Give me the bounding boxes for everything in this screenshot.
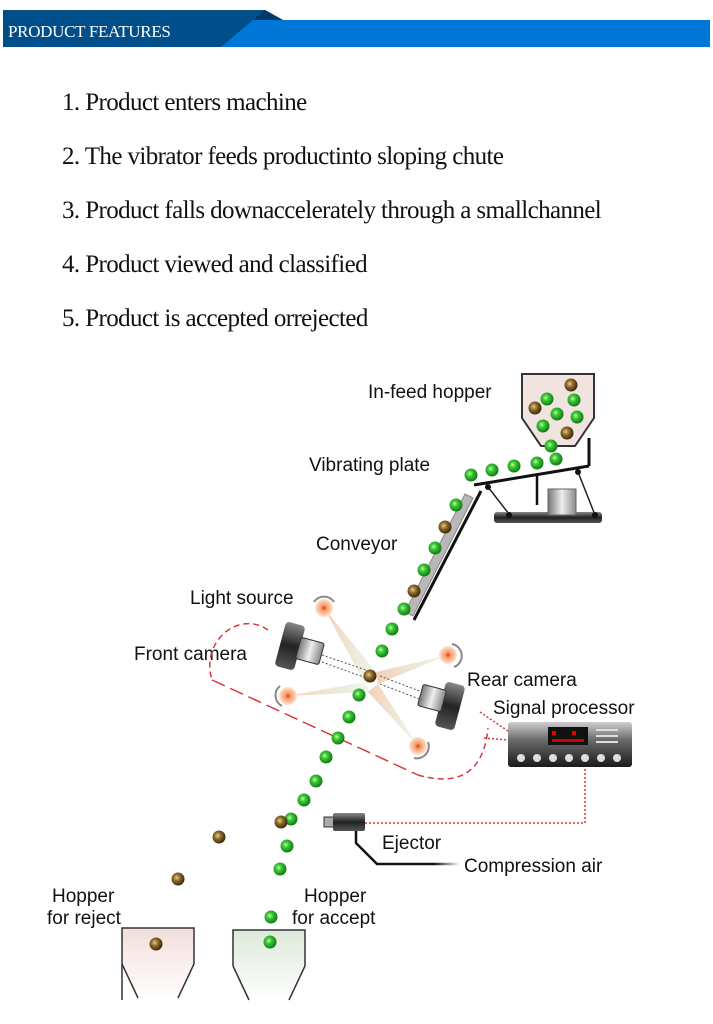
good-product <box>428 541 442 555</box>
good-product <box>550 407 564 421</box>
good-product <box>570 410 584 424</box>
banner-title: PRODUCT FEATURES <box>8 22 171 41</box>
defective-product <box>363 669 377 683</box>
accept-hopper <box>232 929 306 1002</box>
label-conveyor: Conveyor <box>316 534 398 555</box>
label-infeed-hopper: In-feed hopper <box>368 382 492 403</box>
label-light-source: Light source <box>190 588 294 609</box>
defective-product <box>528 401 542 415</box>
products <box>149 378 584 951</box>
vibrating-plate <box>473 438 602 523</box>
label-rear-camera: Rear camera <box>467 670 577 691</box>
good-product <box>375 644 389 658</box>
step-item: 1. Product enters machine <box>62 89 307 116</box>
ejector <box>323 813 460 866</box>
feature-steps-list: 1. Product enters machine 2. The vibrato… <box>62 88 602 358</box>
good-product <box>530 456 544 470</box>
label-vibrating-plate: Vibrating plate <box>309 455 430 476</box>
good-product <box>397 602 411 616</box>
label-hopper-reject-line1: Hopper <box>52 886 115 907</box>
good-product <box>464 468 478 482</box>
good-product <box>417 563 431 577</box>
defective-product <box>407 584 421 598</box>
good-product <box>567 393 581 407</box>
good-product <box>284 812 298 826</box>
banner-background <box>3 10 710 47</box>
defective-product <box>212 830 226 844</box>
label-front-camera: Front camera <box>134 644 247 665</box>
good-product <box>507 459 521 473</box>
good-product <box>385 622 399 636</box>
step-item: 3. Product falls downaccelerately throug… <box>62 197 602 224</box>
good-product <box>263 935 277 949</box>
rear-camera <box>379 675 465 730</box>
defective-product <box>149 937 163 951</box>
signal-processor <box>508 722 632 767</box>
defective-product <box>438 520 452 534</box>
good-product <box>309 774 323 788</box>
reject-hopper <box>121 927 195 1000</box>
label-hopper-accept-line1: Hopper <box>304 886 367 907</box>
light-beams <box>288 608 448 746</box>
good-product <box>297 793 311 807</box>
step-item: 4. Product viewed and classified <box>62 251 368 278</box>
defective-product <box>274 815 288 829</box>
label-hopper-reject-line2: for reject <box>47 908 122 929</box>
good-product <box>280 839 294 853</box>
good-product <box>536 419 550 433</box>
good-product <box>485 463 499 477</box>
good-product <box>264 910 278 924</box>
good-product <box>352 688 366 702</box>
conveyor <box>404 490 483 621</box>
step-item: 2. The vibrator feeds productinto slopin… <box>62 143 504 170</box>
label-hopper-accept-line2: for accept <box>292 908 376 929</box>
defective-product <box>564 378 578 392</box>
step-item: 5. Product is accepted orrejected <box>62 305 368 332</box>
label-signal-processor: Signal processor <box>493 698 635 719</box>
good-product <box>331 731 345 745</box>
good-product <box>273 862 287 876</box>
good-product <box>449 498 463 512</box>
good-product <box>544 439 558 453</box>
sorting-machine-diagram: In-feed hopper Vibrating plate Conveyor … <box>47 373 635 1002</box>
label-compression-air: Compression air <box>464 856 603 877</box>
light-source <box>274 595 463 760</box>
good-product <box>549 452 563 466</box>
good-product <box>342 710 356 724</box>
defective-product <box>171 872 185 886</box>
good-product <box>319 750 333 764</box>
good-product <box>540 392 554 406</box>
label-ejector: Ejector <box>382 833 442 854</box>
defective-product <box>560 426 574 440</box>
